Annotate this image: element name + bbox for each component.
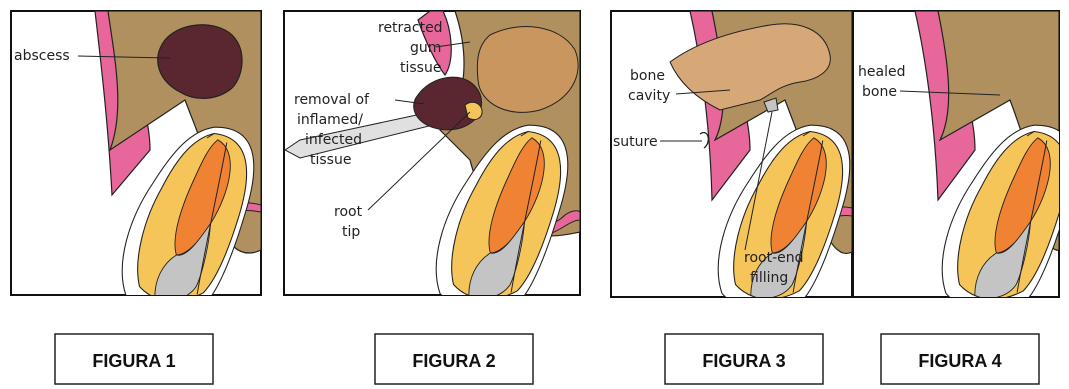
caption-text: FIGURA 1 <box>92 351 175 371</box>
caption-2: FIGURA 2 <box>375 334 533 384</box>
label-cavity: cavity <box>628 88 670 104</box>
caption-text: FIGURA 2 <box>412 351 495 371</box>
label-gum: gum <box>410 40 441 56</box>
label-tissue-2: tissue <box>310 152 351 168</box>
root-tip <box>465 102 482 119</box>
figure-4: healed bone <box>853 11 1069 311</box>
label-root-end: root-end <box>744 250 804 266</box>
label-tip: tip <box>342 224 360 240</box>
caption-4: FIGURA 4 <box>881 334 1039 384</box>
label-tissue: tissue <box>400 60 441 76</box>
figure-3: bone cavity suture root-end filling <box>611 11 852 311</box>
figure-2: retracted gum tissue removal of inflamed… <box>284 11 580 311</box>
label-infected: infected <box>305 132 362 148</box>
label-removal-of: removal of <box>294 92 370 108</box>
label-filling: filling <box>750 270 788 286</box>
caption-1: FIGURA 1 <box>55 334 213 384</box>
figure-1: abscess <box>11 11 261 313</box>
label-suture: suture <box>613 134 658 150</box>
caption-3: FIGURA 3 <box>665 334 823 384</box>
label-root: root <box>334 204 363 220</box>
label-abscess: abscess <box>14 48 70 64</box>
caption-text: FIGURA 3 <box>702 351 785 371</box>
caption-text: FIGURA 4 <box>918 351 1001 371</box>
label-bone: bone <box>630 68 665 84</box>
label-inflamed: inflamed/ <box>297 112 363 128</box>
label-retracted: retracted <box>378 20 443 36</box>
label-healed: healed <box>858 64 905 80</box>
label-bone-2: bone <box>862 84 897 100</box>
